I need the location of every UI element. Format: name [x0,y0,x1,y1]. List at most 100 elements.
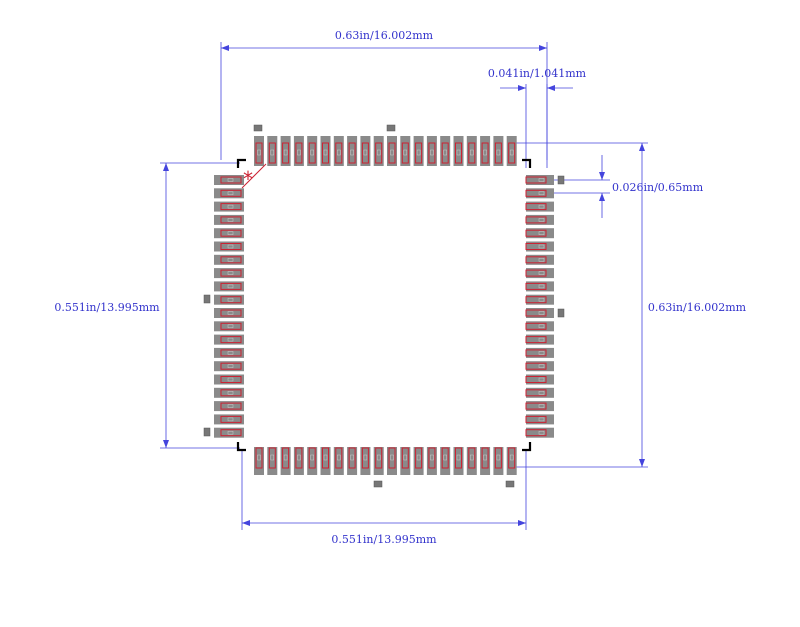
pad-bottom [413,447,424,475]
fiducials [203,124,565,488]
pads-top-row [254,136,517,166]
pad-right [525,321,554,332]
pad-right [525,347,554,358]
right-height-dimension: 0.63in/16.002mm [508,142,747,468]
left-height-dimension: 0.551in/13.995mm [54,162,240,449]
pad-top [320,136,331,166]
top-width-dimension: 0.63in/16.002mm [220,29,548,160]
pad-top [440,136,451,166]
pad-bottom [480,447,491,475]
pad-left [214,308,244,318]
pad-left [214,334,244,345]
pad-right [525,201,554,212]
pad-left [214,401,244,412]
pad-bottom [307,447,318,475]
pad-left [214,361,244,372]
pad-top [307,136,318,166]
pad-right [525,294,554,305]
pad-left [214,175,244,185]
pad-bottom [254,447,264,475]
pad-left [214,427,244,438]
pad-right [525,281,554,292]
pad-top [506,136,517,166]
pad-bottom [387,447,397,475]
pad-bottom [440,447,451,475]
pin-width-label: 0.041in/1.041mm [488,67,587,80]
pitch-label: 0.026in/0.65mm [612,181,704,194]
fiducial-bottom-mid [373,480,383,488]
pad-right [525,268,554,279]
pad-top [280,136,291,166]
pad-right [525,228,554,239]
pad-top [480,136,491,166]
pad-right [525,361,554,372]
pin1-marker: * [243,167,253,191]
fiducial-right-mid [557,308,565,318]
pin1-indicator: * [241,163,267,191]
pad-top [400,136,411,166]
pad-left [214,241,244,252]
pad-right [525,401,554,412]
pad-top [293,136,304,166]
pad-top [426,136,437,166]
fiducial-right-top [557,175,565,185]
pad-left [214,347,244,358]
pad-right [525,387,554,398]
pad-bottom [373,447,384,475]
pad-bottom [280,447,291,475]
pad-top [493,136,504,166]
pad-right [525,427,554,438]
pad-bottom [400,447,411,475]
fiducial-bottom-right [505,480,515,488]
pad-top [254,136,264,166]
pad-top [347,136,358,166]
pad-bottom [453,447,464,475]
pad-left [214,281,244,292]
pad-bottom [506,447,517,475]
bottom-width-label: 0.551in/13.995mm [331,533,437,546]
pad-right [525,414,554,425]
pad-top [413,136,424,166]
pads-right-column [525,175,554,438]
pad-left [214,294,244,305]
pads-bottom-row [254,447,517,475]
pad-right [525,374,554,385]
pad-bottom [267,447,278,475]
pad-right [525,308,554,318]
pad-right [525,188,554,199]
pad-bottom [347,447,358,475]
pad-bottom [360,447,371,475]
pad-left [214,268,244,279]
fiducial-top-left [253,124,263,132]
pads-left-column [214,175,244,438]
pad-left [214,414,244,425]
left-height-label: 0.551in/13.995mm [54,301,160,314]
fiducial-left-mid [203,294,211,304]
pad-left [214,254,244,265]
pad-top [360,136,371,166]
pad-left [214,214,244,225]
pad-right [525,214,554,225]
pad-left [214,387,244,398]
pad-right [525,241,554,252]
pad-left [214,321,244,332]
pad-left [214,188,244,199]
pad-bottom [333,447,344,475]
bottom-width-dimension: 0.551in/13.995mm [241,450,527,546]
pad-bottom [293,447,304,475]
fiducial-left-bottom [203,427,211,437]
pad-right [525,254,554,265]
pad-right [525,175,554,185]
top-width-label: 0.63in/16.002mm [335,29,434,42]
pad-top [453,136,464,166]
pad-top [267,136,278,166]
fiducial-top-mid [386,124,396,132]
pin-width-dimension: 0.041in/1.041mm [488,67,587,168]
pad-top [333,136,344,166]
pad-left [214,228,244,239]
pad-bottom [426,447,437,475]
pad-top [466,136,477,166]
right-height-label: 0.63in/16.002mm [648,301,747,314]
silkscreen-outline [236,158,532,452]
